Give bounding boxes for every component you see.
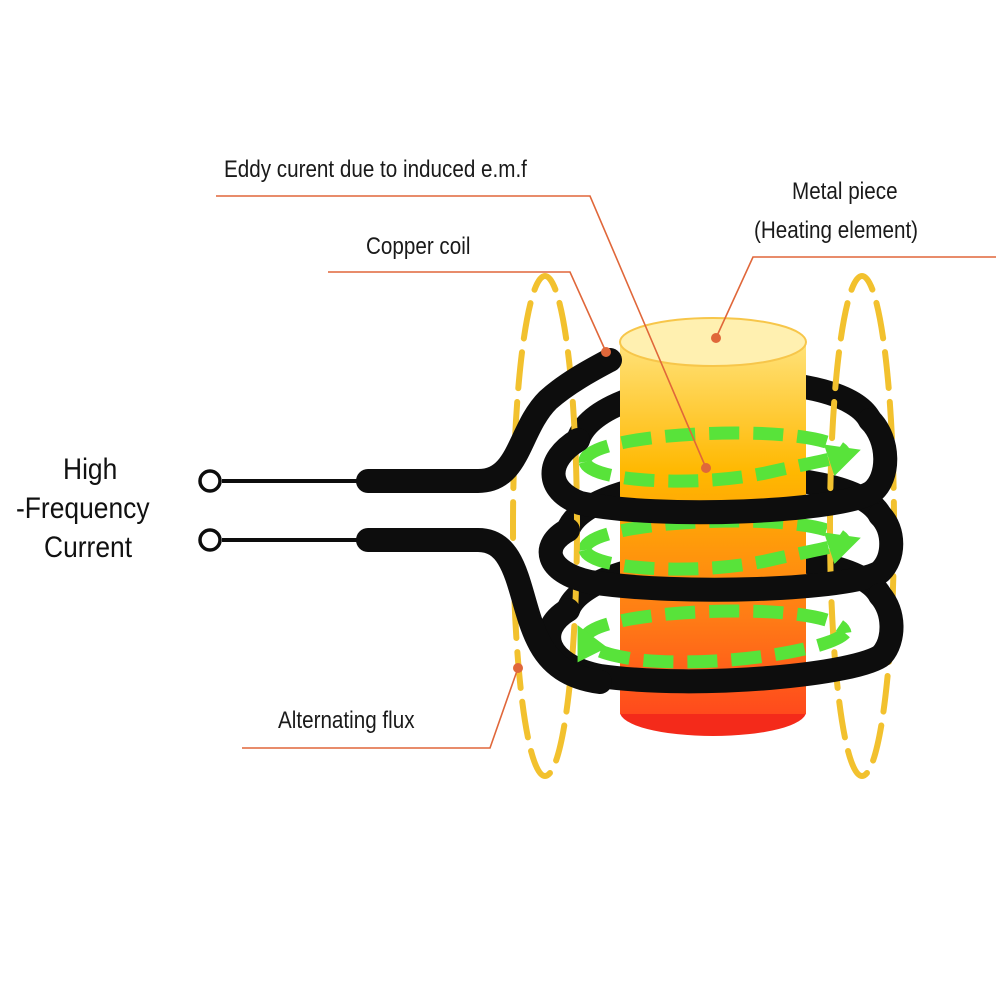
eddy-current-loops [577, 444, 861, 669]
coil-lead-bottom [356, 528, 612, 694]
alternating-flux-label: Alternating flux [278, 707, 415, 734]
leader-metal [715, 256, 996, 339]
copper-coil [356, 348, 904, 694]
hf-current-label-line2: -Frequency [16, 492, 150, 525]
eddy-loop-3 [577, 625, 850, 669]
eddy-loop-2 [578, 532, 861, 576]
coil-turn-2 [538, 503, 904, 602]
lead-wires [198, 469, 372, 552]
leader-eddy [216, 195, 707, 469]
leader-copper [328, 271, 607, 353]
hf-current-label-line1: High [63, 453, 118, 486]
terminal-top [198, 469, 222, 493]
leader-flux [242, 667, 519, 749]
terminal-bottom [198, 528, 222, 552]
eddy-loop-1 [578, 444, 861, 488]
leader-lines [216, 195, 996, 749]
hf-current-label-line3: Current [44, 531, 133, 564]
coil-turn-1 [541, 408, 898, 525]
heating-element-label: (Heating element) [754, 217, 919, 244]
eddy-current-label: Eddy curent due to induced e.m.f [224, 156, 527, 183]
coil-lead-top [356, 348, 622, 493]
metal-piece-label: Metal piece [792, 178, 898, 205]
copper-coil-label: Copper coil [366, 233, 471, 260]
